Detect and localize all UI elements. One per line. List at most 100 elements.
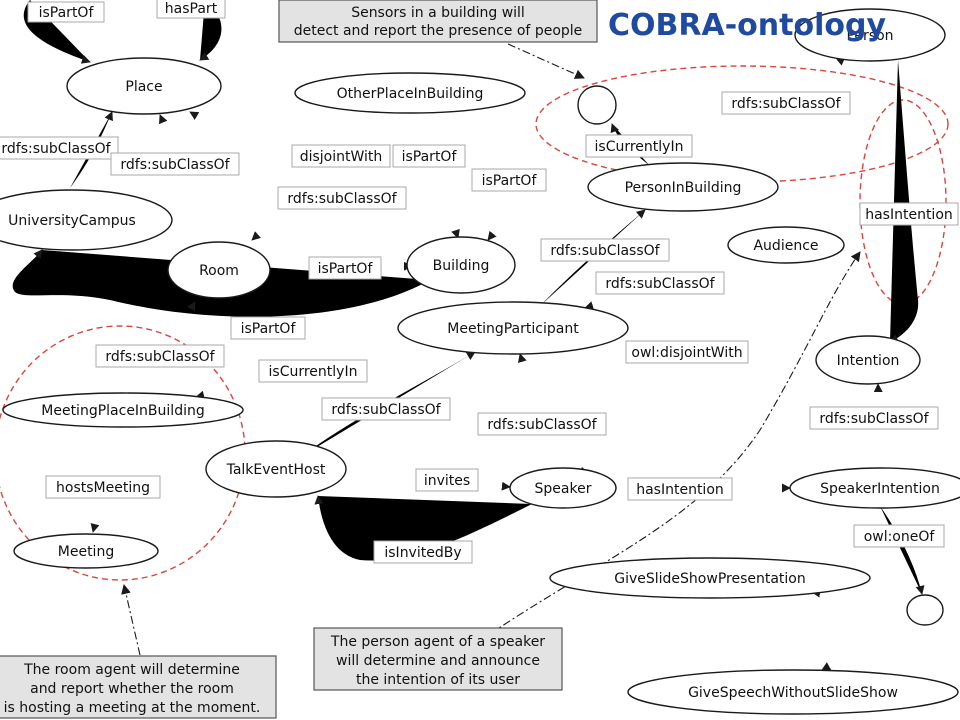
note-sensors: Sensors in a building will detect and re… (278, 0, 598, 43)
annotation-pointers (121, 43, 861, 656)
svg-text:The room agent will determine: The room agent will determine (23, 662, 240, 678)
svg-text:rdfs:subClassOf: rdfs:subClassOf (487, 417, 597, 433)
node-place[interactable]: Place (66, 57, 222, 115)
node-label: SpeakerIntention (820, 481, 940, 497)
edge-person-hasintention (889, 60, 919, 343)
node-meeting-participant[interactable]: MeetingParticipant (397, 301, 629, 355)
svg-text:rdfs:subClassOf: rdfs:subClassOf (605, 276, 715, 292)
node-meeting-place-in-building[interactable]: MeetingPlaceInBuilding (2, 392, 244, 428)
node-person[interactable]: Person (794, 8, 946, 62)
label-invites: invites (415, 468, 479, 492)
note-room-agent: The room agent will determine and report… (0, 655, 277, 719)
node-meeting[interactable]: Meeting (13, 533, 159, 569)
svg-text:isPartOf: isPartOf (482, 173, 538, 189)
svg-text:and report whether the room: and report whether the room (30, 681, 234, 697)
label-other-ispartof: isPartOf (392, 144, 466, 168)
label-meeting-place-subclass: rdfs:subClassOf (95, 344, 225, 368)
edge-pib-person (715, 56, 846, 164)
edge-audience-speaker (579, 262, 765, 477)
node-label: GiveSlideShowPresentation (614, 571, 806, 587)
node-label: Intention (837, 353, 900, 369)
label-hosts-meeting: hostsMeeting (45, 475, 161, 499)
edge-oneof-speech (821, 618, 915, 671)
label-intention-subclass: rdfs:subClassOf (809, 406, 939, 430)
label-room-subclass: rdfs:subClassOf (110, 152, 240, 176)
label-pib-subclass: rdfs:subClassOf (721, 91, 851, 115)
node-label: Building (433, 258, 490, 274)
pointer-person-agent (489, 251, 861, 635)
node-label: Person (846, 28, 893, 44)
edge-labels: isPartOf hasPart rdfs:subClassOf rdfs:su… (0, 0, 959, 564)
svg-text:Sensors in a building will: Sensors in a building will (351, 5, 525, 21)
label-owl-one-of: owl:oneOf (853, 524, 945, 548)
edge-other-disjoint (251, 114, 390, 241)
svg-text:rdfs:subClassOf: rdfs:subClassOf (819, 411, 929, 427)
svg-text:rdfs:subClassOf: rdfs:subClassOf (105, 349, 215, 365)
node-room[interactable]: Room (167, 241, 271, 299)
node-intention[interactable]: Intention (815, 335, 921, 385)
svg-text:isPartOf: isPartOf (402, 149, 458, 165)
node-give-slide-show[interactable]: GiveSlideShowPresentation (549, 557, 871, 599)
edge-room-subclass (159, 114, 215, 244)
label-other-subclass: rdfs:subClassOf (277, 186, 407, 210)
edge-other-ispartof (418, 114, 460, 239)
node-university-campus[interactable]: UniversityCampus (0, 189, 173, 251)
edge-oneof-slideshow (811, 588, 908, 605)
node-one-of[interactable] (906, 594, 944, 626)
svg-text:isPartOf: isPartOf (241, 321, 297, 337)
node-speaker[interactable]: Speaker (509, 467, 617, 509)
label-teh-subclass: rdfs:subClassOf (321, 397, 451, 421)
label-mp-is-currently-in: isCurrentlyIn (258, 359, 368, 383)
edge-building-place (189, 111, 430, 250)
region-has-intention (859, 99, 947, 305)
node-other-place-in-building[interactable]: OtherPlaceInBuilding (294, 72, 526, 114)
edge-speaker-teh (314, 495, 532, 561)
svg-text:rdfs:subClassOf: rdfs:subClassOf (120, 157, 230, 173)
label-audience-subclass: rdfs:subClassOf (595, 271, 725, 295)
node-label: MeetingParticipant (447, 321, 579, 337)
label-is-invited-by: isInvitedBy (373, 540, 473, 564)
node-label: Audience (753, 238, 818, 254)
label-speaker-has-intention: hasIntention (627, 477, 733, 501)
svg-text:hasIntention: hasIntention (865, 207, 953, 223)
node-label: UniversityCampus (8, 213, 136, 229)
node-label: MeetingPlaceInBuilding (41, 403, 204, 419)
note-person-agent: The person agent of a speaker will deter… (313, 627, 563, 691)
pointer-room-agent (121, 584, 141, 656)
node-blank[interactable] (577, 85, 617, 125)
label-building-ispartof-campus: isPartOf (230, 316, 306, 340)
svg-text:the intention of its user: the intention of its user (356, 672, 520, 688)
edge-campus-left (0, 170, 40, 194)
label-has-intention-top: hasIntention (859, 202, 959, 226)
svg-text:owl:oneOf: owl:oneOf (864, 529, 936, 545)
label-campus-subclass: rdfs:subClassOf (0, 136, 119, 160)
node-building[interactable]: Building (406, 236, 516, 294)
svg-text:owl:disjointWith: owl:disjointWith (631, 345, 742, 361)
node-label: OtherPlaceInBuilding (337, 86, 484, 102)
label-place-haspart: hasPart (156, 0, 226, 19)
svg-text:rdfs:subClassOf: rdfs:subClassOf (550, 243, 660, 259)
svg-text:is hosting a meeting at the mo: is hosting a meeting at the moment. (4, 700, 261, 716)
svg-text:will determine and announce: will determine and announce (336, 653, 540, 669)
node-label: Place (125, 79, 162, 95)
node-speaker-intention[interactable]: SpeakerIntention (789, 467, 960, 509)
node-label: Meeting (58, 544, 114, 560)
label-room-ispartof-building: isPartOf (308, 256, 382, 280)
node-label: Room (199, 263, 239, 279)
svg-text:rdfs:subClassOf: rdfs:subClassOf (1, 141, 111, 157)
label-place-ispartof: isPartOf (27, 1, 105, 23)
node-audience[interactable]: Audience (727, 226, 845, 264)
node-label: PersonInBuilding (625, 180, 742, 196)
node-person-in-building[interactable]: PersonInBuilding (587, 162, 779, 212)
svg-text:isPartOf: isPartOf (39, 5, 95, 21)
node-give-speech[interactable]: GiveSpeechWithoutSlideShow (627, 669, 959, 715)
svg-text:isInvitedBy: isInvitedBy (384, 545, 461, 561)
nodes: Person Place OtherPlaceInBuilding Univer… (0, 8, 960, 715)
svg-text:hasPart: hasPart (165, 1, 218, 17)
node-talk-event-host[interactable]: TalkEventHost (205, 440, 347, 498)
node-label: Speaker (535, 481, 592, 497)
svg-text:detect and report the presence: detect and report the presence of people (294, 23, 583, 39)
svg-text:hostsMeeting: hostsMeeting (56, 480, 150, 496)
notes: Sensors in a building will detect and re… (0, 0, 598, 719)
